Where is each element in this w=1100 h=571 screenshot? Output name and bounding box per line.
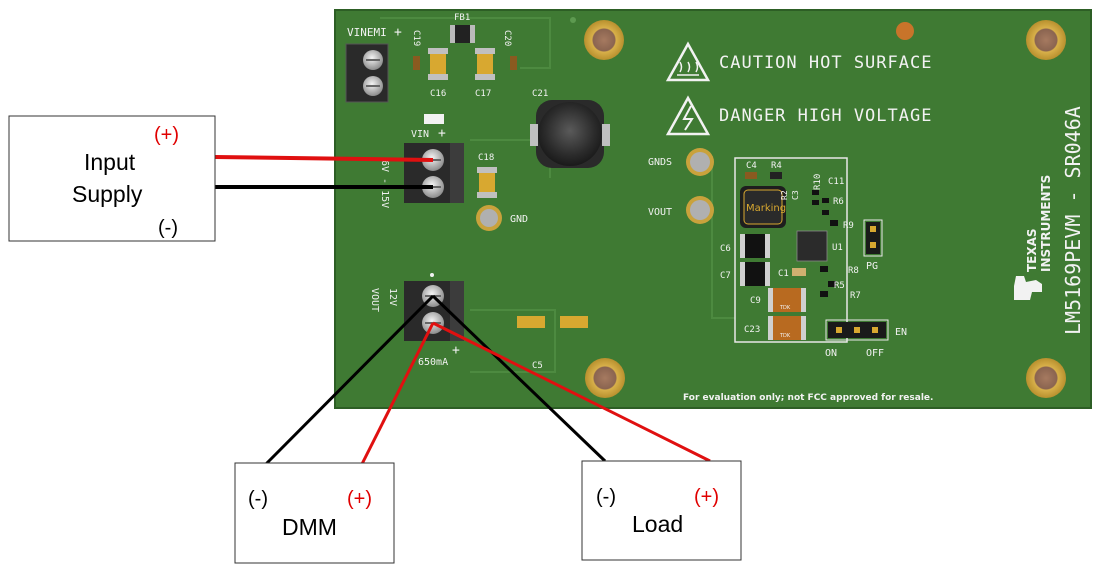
c23-capacitor: TDK [768,316,806,340]
c5-label: C5 [532,361,543,371]
c18-label: C18 [478,153,494,163]
fb1-label: FB1 [454,13,470,23]
c4-label: C4 [746,161,757,171]
r5-label: R5 [834,281,845,291]
ti-line1: TEXAS [1025,228,1039,272]
r4-label: R4 [771,161,782,171]
dmm-positive-wire [360,322,435,465]
input-supply-plus: (+) [154,124,179,146]
orange-indicator [896,22,914,40]
gnd-label: GND [510,214,528,225]
c18-capacitor [477,167,497,198]
input-supply-label-line1: Input [84,149,136,175]
u1-label: U1 [832,243,843,253]
mounting-hole-bottom-right [1026,358,1066,398]
marking-text: Marking [746,203,786,214]
input-supply-minus: (-) [158,217,178,239]
marking-inductor: Marking [740,186,786,228]
load-label: Load [632,511,683,537]
r6-label: R6 [833,197,844,207]
load-positive-wire [432,321,711,463]
mounting-hole-bottom-left [585,358,625,398]
c5-pad-left [517,316,545,328]
vout-plus: + [452,343,460,358]
c17-label: C17 [475,89,491,99]
r9-label: R9 [843,221,854,231]
c6-label: C6 [720,244,731,254]
input-supply-box: (+) Input Supply (-) [8,115,216,242]
fb1-component [450,25,475,43]
input-supply-label-line2: Supply [72,181,143,207]
c7-label: C7 [720,271,731,281]
vout-terminal-block [404,281,464,341]
c16-label: C16 [430,89,446,99]
mounting-hole-top-left [584,20,624,60]
current-label: 650mA [418,357,448,368]
gnds-label: GNDS [648,157,672,168]
mounting-hole-top-right [1026,20,1066,60]
vinemi-label: VINEMI [347,26,387,39]
load-plus: (+) [694,486,719,508]
pg-header [863,219,883,257]
c21-label: C21 [532,89,548,99]
dmm-minus: (-) [248,488,268,510]
c6-c7-capacitors [740,234,770,286]
r7-label: R7 [850,291,861,301]
caution-text: CAUTION HOT SURFACE [719,53,932,73]
c16-capacitor [428,48,448,80]
wires [214,155,711,466]
vout-side-label: VOUT [369,288,380,312]
danger-text: DANGER HIGH VOLTAGE [719,106,932,126]
vin-label: VIN [411,129,429,140]
ti-logo-icon [1014,276,1042,300]
vin-plus: + [438,126,446,141]
c11-label: C11 [828,177,844,187]
vin-range-label: 6V - 15V [379,160,390,208]
c19-label: C19 [411,30,421,46]
c1-label: C1 [778,269,789,279]
vin-terminal-block [404,143,464,203]
c21-inductor [530,100,610,168]
load-minus: (-) [596,486,616,508]
c9-capacitor: TDK [768,288,806,312]
c20-label: C20 [502,30,512,46]
c5-pad-right [560,316,588,328]
vin-white-pad [424,114,444,124]
r2-label: R2 [780,190,789,200]
r8-label: R8 [848,266,859,276]
en-header [825,319,889,341]
c17-capacitor [475,48,495,80]
caution-hot-icon [665,41,711,82]
off-label: OFF [866,348,884,359]
c23-tdk: TDK [779,333,791,339]
vinemi-plus: + [394,25,402,40]
high-voltage-icon [665,95,711,136]
load-negative-wire [431,294,607,463]
c3-label: C3 [791,190,800,200]
input-positive-wire [214,155,434,162]
ti-line2: INSTRUMENTS [1039,175,1053,272]
dmm-box: (-) (+) DMM [234,462,395,564]
pg-label: PG [866,261,878,272]
vout-tp-label: VOUT [648,207,672,218]
u1-ic [796,230,828,262]
c9-label: C9 [750,296,761,306]
part-number: LM5169PEVM - SR046A [1061,106,1085,335]
c9-tdk: TDK [779,305,791,311]
dmm-plus: (+) [347,488,372,510]
vout-voltage-label: 12V [387,288,398,306]
r10-label: R10 [813,174,823,190]
dmm-negative-wire [264,294,435,466]
c23-label: C23 [744,325,760,335]
load-box: (-) (+) Load [581,460,742,561]
on-label: ON [825,348,837,359]
dmm-label: DMM [282,514,337,540]
vinemi-terminal-block [345,43,389,103]
en-label: EN [895,327,907,338]
board-footer: For evaluation only; not FCC approved fo… [683,393,933,403]
